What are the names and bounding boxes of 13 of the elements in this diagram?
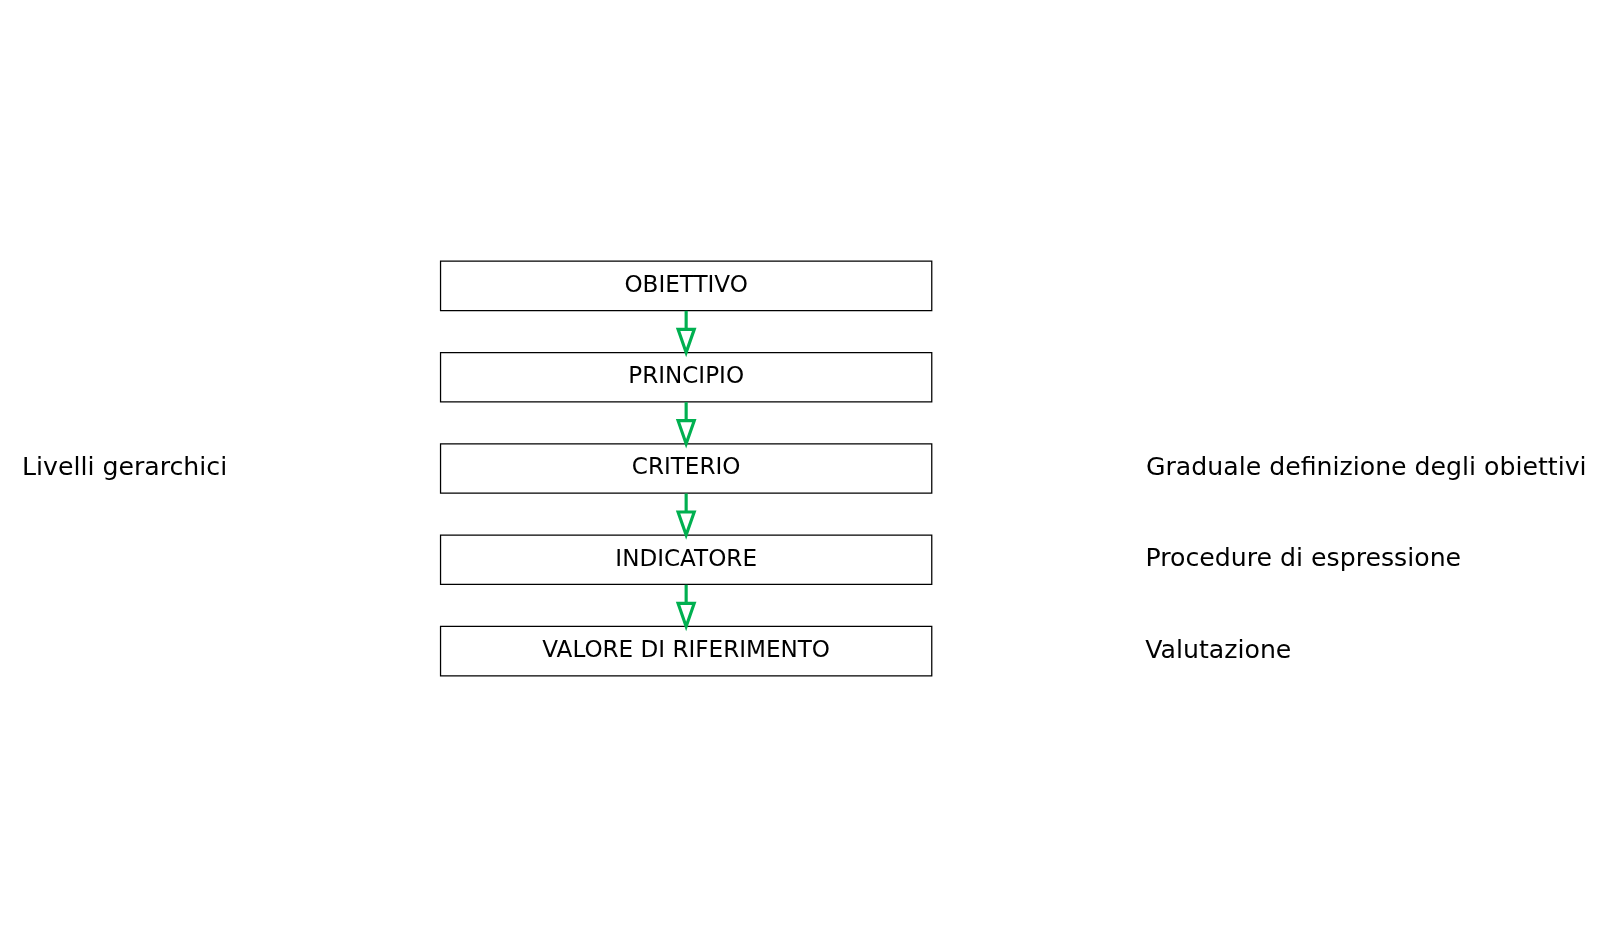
label: Livelli gerarchici (22, 451, 228, 481)
node-box: PRINCIPIO (439, 351, 933, 402)
arrow (675, 401, 697, 449)
arrow (675, 584, 697, 631)
label: Graduale definizione degli obiettivi (1146, 451, 1587, 481)
label: Valutazione (1145, 634, 1292, 664)
node-box: CRITERIO (439, 442, 933, 494)
arrow (675, 492, 697, 540)
label: Procedure di espressione (1145, 542, 1462, 572)
node-box: OBIETTIVO (439, 260, 933, 311)
node-box: INDICATORE (439, 534, 933, 585)
node-box: VALORE DI RIFERIMENTO (439, 625, 933, 676)
arrow (675, 310, 697, 357)
